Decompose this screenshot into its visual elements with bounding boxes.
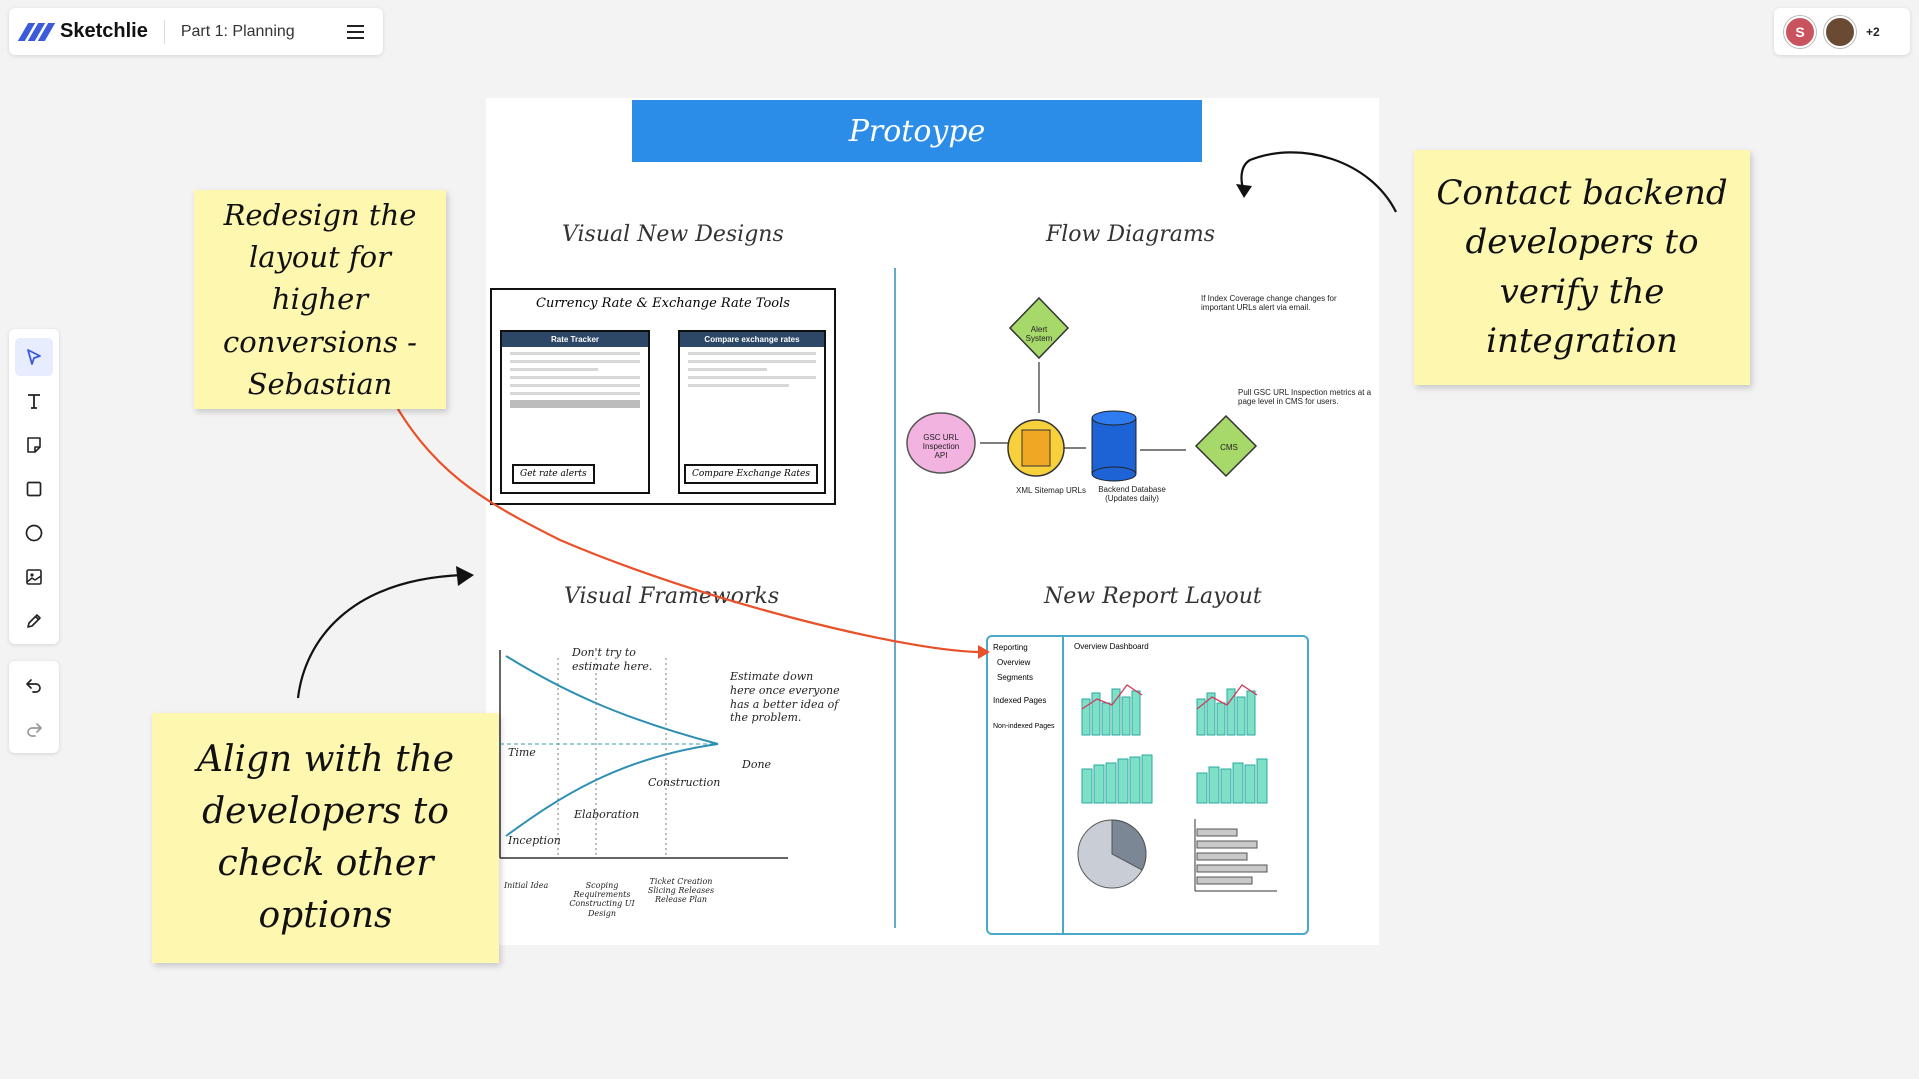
inception-label: Inception	[508, 834, 561, 847]
estimate-down-note: Estimate down here once everyone has a b…	[730, 670, 840, 725]
report-sidebar-item[interactable]: Segments	[997, 673, 1034, 682]
report-sidebar-item[interactable]: Reporting	[993, 643, 1028, 652]
sticky-note-contact-backend[interactable]: Contact backend developers to verify the…	[1414, 150, 1750, 385]
report-sidebar: Reporting Overview Segments Indexed Page…	[988, 637, 1064, 933]
cms-label: CMS	[1220, 443, 1238, 452]
pull-note: Pull GSC URL Inspection metrics at a pag…	[1238, 388, 1372, 407]
cone-of-uncertainty-chart[interactable]	[498, 648, 888, 908]
black-arrow-bottom	[296, 573, 463, 699]
ticket-label: Ticket Creation Slicing Releases Release…	[647, 877, 715, 905]
section-title-visual-frameworks: Visual Frameworks	[564, 584, 780, 609]
rate-tracker-header: Rate Tracker	[502, 332, 648, 347]
text-tool-icon[interactable]	[15, 382, 53, 420]
sticky-note-align[interactable]: Align with the developers to check other…	[152, 713, 499, 963]
database-icon	[1091, 410, 1137, 482]
banner-title[interactable]: Protoype	[632, 100, 1202, 162]
mockup-title: Currency Rate & Exchange Rate Tools	[536, 296, 790, 311]
document-title[interactable]: Part 1: Planning	[180, 22, 295, 40]
gsc-api-label: GSC URL Inspection API	[922, 433, 960, 461]
sticky-note-redesign[interactable]: Redesign the layout for higher conversio…	[194, 190, 446, 409]
avatar-photo[interactable]	[1824, 15, 1856, 48]
select-tool-icon[interactable]	[15, 338, 53, 376]
alert-system-label: Alert System	[1025, 325, 1053, 344]
more-collaborators-count[interactable]: +2	[1866, 24, 1880, 39]
redo-icon[interactable]	[15, 710, 53, 748]
report-sidebar-item[interactable]: Indexed Pages	[993, 696, 1047, 705]
sticky-note-tool-icon[interactable]	[15, 426, 53, 464]
compare-rates-phone: Compare exchange rates Compare Exchange …	[678, 330, 826, 494]
rectangle-tool-icon[interactable]	[15, 470, 53, 508]
pen-tool-icon[interactable]	[15, 602, 53, 640]
get-rate-alerts-button[interactable]: Get rate alerts	[512, 464, 595, 484]
xml-sitemap-label: XML Sitemap URLs	[1016, 486, 1086, 495]
section-title-new-report-layout: New Report Layout	[1044, 584, 1262, 609]
ellipse-tool-icon[interactable]	[15, 514, 53, 552]
cms-node	[1194, 414, 1258, 478]
currency-tools-mockup[interactable]: Currency Rate & Exchange Rate Tools Rate…	[490, 288, 836, 505]
undo-icon[interactable]	[15, 666, 53, 704]
done-label: Done	[742, 758, 772, 771]
dashboard-title: Overview Dashboard	[1074, 642, 1149, 651]
alert-system-node	[1008, 296, 1070, 360]
report-sidebar-item[interactable]: Non-indexed Pages	[993, 723, 1055, 730]
dashboard-charts	[1077, 684, 1277, 892]
time-label: Time	[508, 746, 536, 759]
prototype-frame[interactable]: Protoype Visual New Designs Flow Diagram…	[486, 98, 1379, 945]
tools-toolbar	[9, 329, 59, 644]
sketchlie-logo-icon	[17, 22, 56, 41]
compare-rates-header: Compare exchange rates	[680, 332, 824, 347]
hamburger-menu-icon[interactable]	[341, 18, 369, 46]
rate-tracker-phone: Rate Tracker Get rate alerts	[500, 330, 650, 494]
divider	[163, 19, 165, 44]
image-tool-icon[interactable]	[15, 558, 53, 596]
avatar[interactable]: S	[1784, 15, 1816, 48]
compare-exchange-rates-button[interactable]: Compare Exchange Rates	[684, 464, 818, 484]
report-layout-mockup[interactable]: Reporting Overview Segments Indexed Page…	[986, 635, 1309, 935]
report-sidebar-item[interactable]: Overview	[997, 658, 1031, 667]
alert-note: If Index Coverage change changes for imp…	[1201, 294, 1337, 313]
vertical-divider	[894, 268, 896, 928]
top-bar: Sketchlie Part 1: Planning	[9, 8, 383, 55]
backend-database-label: Backend Database (Updates daily)	[1098, 485, 1166, 504]
dont-try-note: Don't try to estimate here.	[572, 646, 653, 673]
collaborators-panel: S +2	[1774, 8, 1910, 55]
app-name: Sketchlie	[60, 20, 148, 42]
elaboration-label: Elaboration	[574, 808, 640, 821]
section-title-flow-diagrams: Flow Diagrams	[1046, 222, 1216, 247]
history-toolbar	[9, 661, 59, 753]
section-title-visual-new-designs: Visual New Designs	[562, 222, 784, 247]
construction-label: Construction	[648, 776, 721, 789]
scoping-label: Scoping Requirements Constructing UI Des…	[569, 881, 635, 918]
initial-idea-label: Initial Idea	[504, 881, 549, 890]
